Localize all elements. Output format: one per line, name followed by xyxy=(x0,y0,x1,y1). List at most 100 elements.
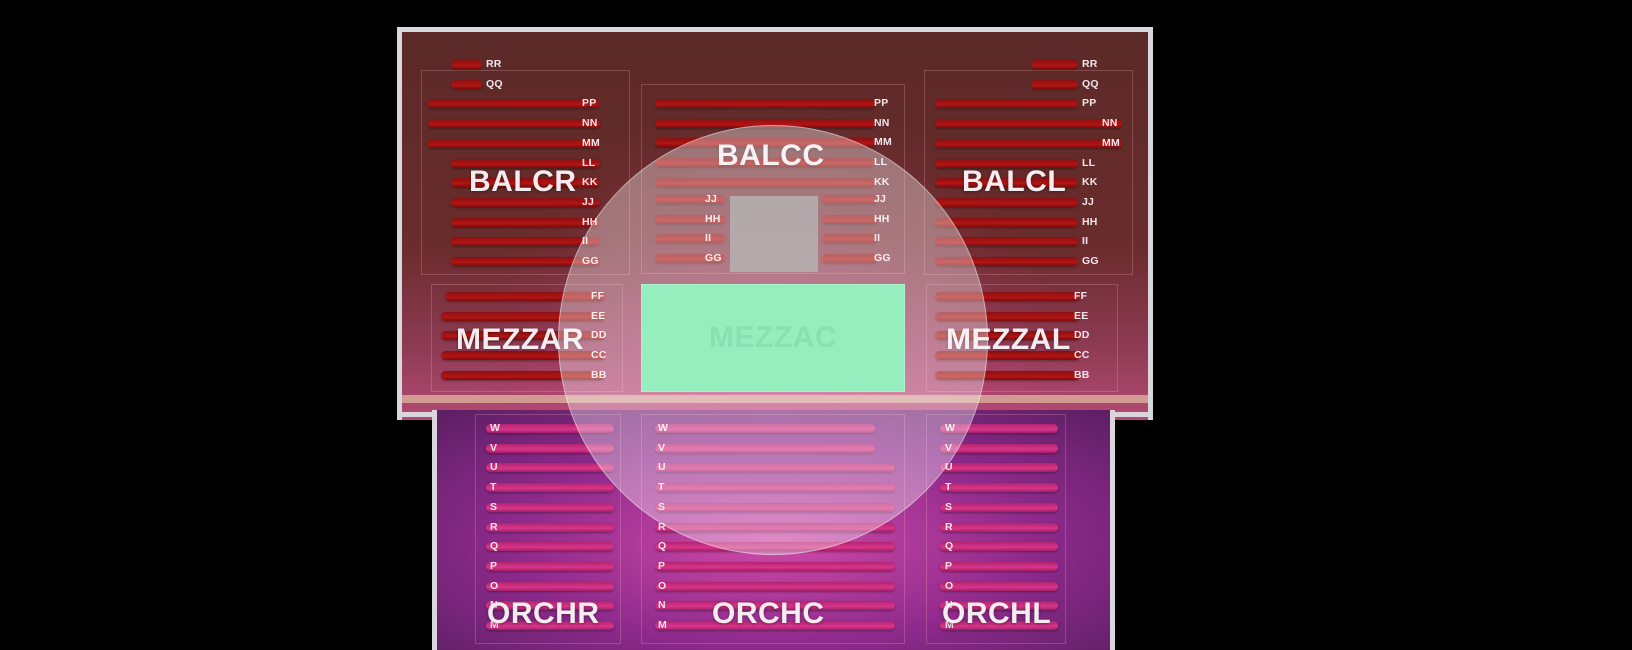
row-mezzal-dd[interactable] xyxy=(935,331,1080,341)
row-orchl-m[interactable] xyxy=(940,621,1058,630)
row-label-balcc: PP xyxy=(874,97,889,109)
row-orchr-s[interactable] xyxy=(486,502,614,512)
row-balcr-hh[interactable] xyxy=(451,217,600,227)
row-balcr-ll[interactable] xyxy=(451,158,600,168)
row-balcr-ii[interactable] xyxy=(451,237,600,247)
row-mezzar-bb[interactable] xyxy=(441,370,605,380)
row-balcr-mm[interactable] xyxy=(428,138,600,148)
row-orchr-n[interactable] xyxy=(486,601,614,611)
outline-shoulder-left xyxy=(397,412,437,417)
section-label-balcl[interactable]: BALCL xyxy=(962,165,1067,198)
row-label-orchr: P xyxy=(490,559,498,572)
row-label-orchr: W xyxy=(490,422,501,434)
row-label-mezzal: DD xyxy=(1074,329,1090,342)
row-orchl-u[interactable] xyxy=(940,463,1058,473)
row-mezzar-ee[interactable] xyxy=(441,311,605,321)
row-mezzar-dd[interactable] xyxy=(441,331,605,341)
row-orchl-n[interactable] xyxy=(940,601,1058,611)
row-orchl-s[interactable] xyxy=(940,502,1058,512)
row-orchc-n[interactable] xyxy=(655,601,895,611)
row-label-mezzal: BB xyxy=(1074,368,1090,381)
row-orchl-w[interactable] xyxy=(940,424,1058,433)
row-orchl-r[interactable] xyxy=(940,522,1058,532)
row-label-balcl: NN xyxy=(1102,117,1118,130)
section-label-orchl[interactable]: ORCHL xyxy=(942,597,1052,630)
row-balcr-rr[interactable] xyxy=(451,60,482,69)
row-balcl-ii[interactable] xyxy=(935,237,1078,247)
row-balcr-gg[interactable] xyxy=(451,257,600,266)
row-orchr-v[interactable] xyxy=(486,443,614,453)
row-mezzal-bb[interactable] xyxy=(935,370,1080,380)
row-orchr-m[interactable] xyxy=(486,621,614,630)
row-orchl-p[interactable] xyxy=(940,561,1058,571)
row-balcl-jj[interactable] xyxy=(935,197,1078,207)
row-balcr-qq[interactable] xyxy=(451,79,482,89)
row-label-balcc: MM xyxy=(874,136,892,149)
row-label-orchl: Q xyxy=(945,540,954,553)
row-orchl-q[interactable] xyxy=(940,542,1058,552)
row-mezzal-cc[interactable] xyxy=(935,351,1080,361)
row-label-orchr: O xyxy=(490,579,499,592)
row-label-mezzal: CC xyxy=(1074,349,1090,362)
row-balcr-pp[interactable] xyxy=(428,99,600,109)
row-label-balcr: RR xyxy=(486,58,502,70)
row-label-balcl: HH xyxy=(1082,215,1098,228)
row-label-balcl: KK xyxy=(1082,176,1098,189)
section-label-balcr[interactable]: BALCR xyxy=(469,165,577,198)
row-label-mezzal: EE xyxy=(1074,309,1089,322)
row-label-balcr: PP xyxy=(582,97,597,110)
row-mezzal-ff[interactable] xyxy=(935,292,1080,301)
row-label-orchc: O xyxy=(658,579,667,592)
row-balcl-mm[interactable] xyxy=(935,138,1122,148)
row-orchl-o[interactable] xyxy=(940,581,1058,591)
row-orchr-q[interactable] xyxy=(486,542,614,552)
row-orchl-t[interactable] xyxy=(940,483,1058,493)
row-orchr-w[interactable] xyxy=(486,424,614,433)
row-label-balcl: QQ xyxy=(1082,77,1099,90)
row-balcl-rr[interactable] xyxy=(1031,60,1078,69)
row-orchr-t[interactable] xyxy=(486,483,614,493)
row-label-balcl: II xyxy=(1082,235,1089,248)
row-label-orchl: N xyxy=(945,599,953,612)
row-orchl-v[interactable] xyxy=(940,443,1058,453)
row-orchr-u[interactable] xyxy=(486,463,614,473)
row-orchc-o[interactable] xyxy=(655,581,895,591)
section-balcr-outline xyxy=(421,70,630,275)
row-balcl-kk[interactable] xyxy=(935,178,1078,188)
row-label-balcr: KK xyxy=(582,176,598,189)
row-label-orchr: M xyxy=(490,619,499,631)
row-label-balcc: NN xyxy=(874,116,890,129)
row-balcl-hh[interactable] xyxy=(935,217,1078,227)
row-balcl-qq[interactable] xyxy=(1031,79,1078,89)
row-balcc-nn[interactable] xyxy=(655,118,875,128)
row-label-balcr: NN xyxy=(582,117,598,130)
row-label-balcl: JJ xyxy=(1082,195,1095,208)
row-orchc-m[interactable] xyxy=(655,621,895,630)
row-orchc-p[interactable] xyxy=(655,561,895,571)
row-mezzar-cc[interactable] xyxy=(441,351,605,361)
section-label-orchc[interactable]: ORCHC xyxy=(712,597,825,630)
section-label-orchr[interactable]: ORCHR xyxy=(487,597,600,630)
row-balcl-gg[interactable] xyxy=(935,257,1078,266)
row-balcr-jj[interactable] xyxy=(451,197,600,207)
row-label-mezzal: FF xyxy=(1074,290,1088,302)
row-balcl-ll[interactable] xyxy=(935,158,1078,168)
row-mezzal-ee[interactable] xyxy=(935,311,1080,321)
row-balcl-nn[interactable] xyxy=(935,119,1122,129)
row-label-balcr: MM xyxy=(582,136,600,149)
row-orchr-o[interactable] xyxy=(486,581,614,591)
row-mezzar-ff[interactable] xyxy=(445,292,605,301)
row-label-balcl: PP xyxy=(1082,97,1097,110)
row-balcr-kk[interactable] xyxy=(451,178,600,188)
row-orchr-p[interactable] xyxy=(486,561,614,571)
row-balcl-pp[interactable] xyxy=(935,99,1078,109)
row-balcr-nn[interactable] xyxy=(428,119,600,129)
row-balcc-pp[interactable] xyxy=(655,99,875,108)
row-label-orchr: S xyxy=(490,500,498,513)
row-label-balcl: LL xyxy=(1082,156,1096,169)
row-label-orchc: R xyxy=(658,520,666,533)
row-label-orchr: V xyxy=(490,441,498,454)
row-label-balcl: MM xyxy=(1102,136,1120,149)
row-orchr-r[interactable] xyxy=(486,522,614,532)
